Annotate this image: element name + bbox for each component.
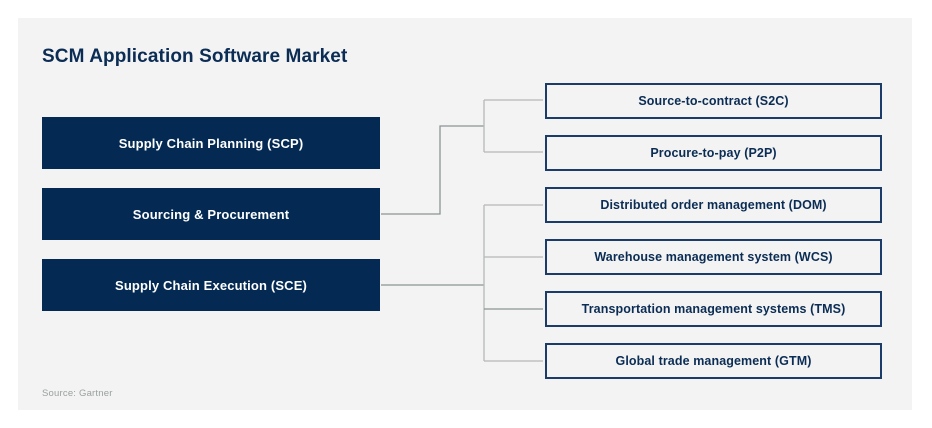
- segment-label: Transportation management systems (TMS): [581, 302, 846, 316]
- segment-label: Warehouse management system (WCS): [594, 250, 833, 264]
- category-box-supply-chain-execution[interactable]: Supply Chain Execution (SCE): [42, 259, 380, 311]
- category-box-supply-chain-planning[interactable]: Supply Chain Planning (SCP): [42, 117, 380, 169]
- segment-label: Procure-to-pay (P2P): [650, 146, 777, 160]
- segment-box-global-trade-management[interactable]: Global trade management (GTM): [545, 343, 882, 379]
- segment-box-procure-to-pay[interactable]: Procure-to-pay (P2P): [545, 135, 882, 171]
- page-title: SCM Application Software Market: [42, 46, 348, 67]
- segment-box-warehouse-management-system[interactable]: Warehouse management system (WCS): [545, 239, 882, 275]
- category-label: Supply Chain Execution (SCE): [115, 277, 307, 293]
- segment-label: Global trade management (GTM): [615, 354, 812, 368]
- category-label: Supply Chain Planning (SCP): [118, 135, 304, 151]
- segment-box-transportation-management-systems[interactable]: Transportation management systems (TMS): [545, 291, 882, 327]
- category-box-sourcing-procurement[interactable]: Sourcing & Procurement: [42, 188, 380, 240]
- segment-box-source-to-contract[interactable]: Source-to-contract (S2C): [545, 83, 882, 119]
- category-label: Sourcing & Procurement: [132, 206, 290, 222]
- source-note: Source: Gartner: [42, 388, 113, 399]
- segment-label: Distributed order management (DOM): [600, 198, 827, 212]
- segment-label: Source-to-contract (S2C): [638, 94, 789, 108]
- segment-box-distributed-order-management[interactable]: Distributed order management (DOM): [545, 187, 882, 223]
